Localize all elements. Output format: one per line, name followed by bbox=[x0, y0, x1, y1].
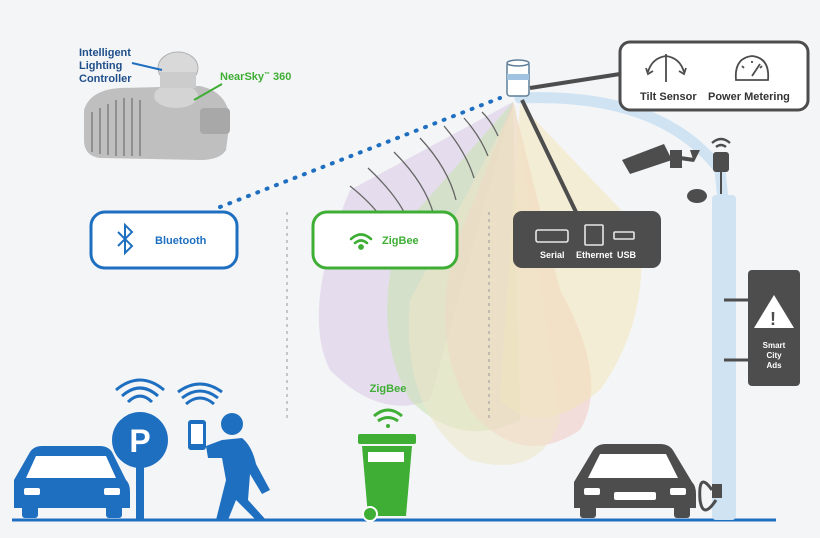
usb-port-icon bbox=[613, 231, 635, 240]
pole-arm bbox=[514, 92, 730, 216]
broadcast-arc bbox=[481, 111, 499, 137]
sensor-callout-line bbox=[529, 72, 621, 90]
broadcast-arc bbox=[419, 137, 457, 201]
ads-line1: Smart bbox=[763, 341, 786, 350]
trash-bin-icon: ZigBee bbox=[358, 383, 416, 522]
serial-label: Serial bbox=[540, 250, 565, 260]
broadcast-arc bbox=[393, 151, 435, 217]
usb-label: USB bbox=[617, 250, 637, 260]
controller-label-line1: Intelligent bbox=[79, 47, 131, 59]
blue-car-icon bbox=[14, 446, 130, 518]
controller-housing bbox=[84, 86, 230, 160]
ports-box-frame bbox=[513, 211, 661, 268]
nearsky-model: 360 bbox=[273, 71, 291, 83]
bluetooth-box: Bluetooth bbox=[89, 210, 239, 270]
power-metering-label: Power Metering bbox=[708, 91, 790, 103]
parking-letter: P bbox=[129, 423, 150, 459]
nearsky-name: NearSky bbox=[220, 71, 265, 83]
controller-pointer bbox=[131, 62, 163, 71]
zigbee-wifi-icon bbox=[349, 233, 373, 250]
light-cones bbox=[318, 102, 642, 465]
tilt-sensor-icon bbox=[645, 54, 687, 82]
bluetooth-box-frame bbox=[89, 210, 239, 270]
ports-callout-line bbox=[520, 99, 578, 213]
bluetooth-icon bbox=[117, 222, 134, 256]
broadcast-arc bbox=[463, 117, 489, 157]
controller-fins bbox=[91, 98, 141, 156]
lighting-controller-device: Intelligent Lighting Controller NearSky™… bbox=[79, 47, 291, 160]
controller-neck bbox=[200, 108, 230, 134]
serial-port-icon bbox=[535, 229, 569, 243]
nearsky-node-band bbox=[507, 74, 529, 80]
nearsky-pointer bbox=[193, 83, 223, 101]
nearsky-node-top bbox=[506, 59, 530, 67]
pole-speaker-icon bbox=[687, 189, 707, 203]
nearsky-tm: ™ bbox=[264, 71, 270, 78]
broadcast-arc bbox=[443, 125, 475, 179]
pole-plug bbox=[712, 484, 722, 498]
zigbee-box: ZigBee bbox=[311, 210, 459, 270]
ads-line2: City bbox=[766, 351, 782, 360]
nearsky-module bbox=[154, 84, 198, 108]
gray-car-icon bbox=[574, 444, 696, 518]
warning-exclamation: ! bbox=[770, 309, 776, 329]
ethernet-label: Ethernet bbox=[576, 250, 613, 260]
sensors-callout-box: Tilt Sensor Power Metering bbox=[618, 40, 810, 112]
nearsky-node bbox=[506, 59, 530, 97]
ads-line3: Ads bbox=[766, 361, 782, 370]
bluetooth-dotted-link bbox=[218, 96, 502, 209]
ports-callout-box: Serial Ethernet USB bbox=[513, 211, 661, 268]
street-light-pole bbox=[514, 92, 736, 520]
controller-cap-base bbox=[160, 72, 196, 88]
parking-sign-icon: P bbox=[112, 378, 168, 520]
tilt-sensor-label: Tilt Sensor bbox=[640, 91, 697, 103]
person-with-phone-icon bbox=[177, 382, 270, 520]
bin-zigbee-label: ZigBee bbox=[370, 383, 407, 395]
power-meter-icon bbox=[734, 55, 770, 81]
controller-label-line2: Lighting bbox=[79, 60, 122, 72]
light-cone-cream bbox=[408, 104, 560, 465]
ethernet-port-icon bbox=[584, 224, 604, 246]
security-camera-icon bbox=[622, 144, 700, 174]
warning-icon bbox=[754, 295, 794, 328]
bluetooth-label: Bluetooth bbox=[155, 235, 207, 247]
zigbee-box-frame bbox=[311, 210, 459, 270]
zigbee-label: ZigBee bbox=[382, 235, 419, 247]
controller-label-line3: Controller bbox=[79, 73, 132, 85]
pole-shaft bbox=[712, 195, 736, 520]
pole-base-cable bbox=[698, 480, 718, 512]
smart-city-ads-sign: ! Smart City Ads bbox=[724, 270, 800, 386]
pole-wifi-sensor-icon bbox=[711, 137, 731, 194]
